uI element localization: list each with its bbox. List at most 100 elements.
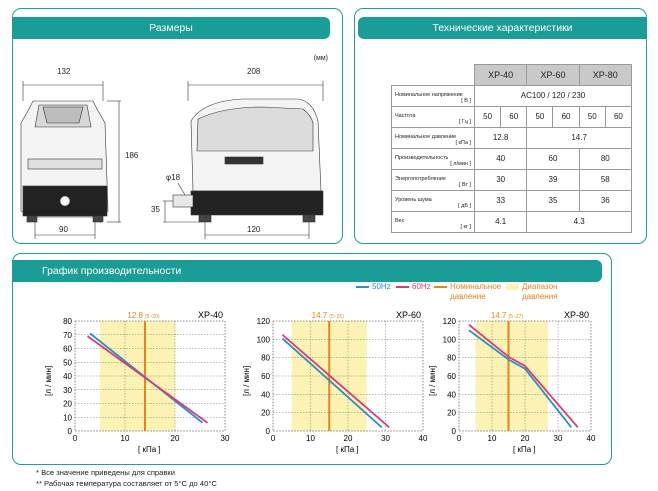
chart1-y-tick-label: 60 <box>63 345 72 354</box>
spec-cell: 60 <box>552 105 580 128</box>
chart1-y-tick-label: 20 <box>63 400 72 409</box>
spec-row-voltage: Номинальное напряжение[ В ] AC100 / 120 … <box>391 84 632 107</box>
chart3-x-axis-label: [ кПа ] <box>513 445 536 454</box>
spec-cell: 60 <box>500 105 528 128</box>
chart3-y-tick-label: 20 <box>447 409 456 418</box>
chart1-y-tick-label: 50 <box>63 358 72 367</box>
spec-label: Энергопотребление <box>395 176 446 182</box>
chart3-x-tick-label: 30 <box>554 434 563 443</box>
chart1-title: XP-40 <box>198 310 223 320</box>
chart2-y-tick-label: 20 <box>261 409 270 418</box>
chart2-y-tick-label: 120 <box>257 317 271 326</box>
chart1-range-label: (5~20) <box>145 314 160 320</box>
spec-cell: 50 <box>578 105 606 128</box>
chart3-x-tick-label: 40 <box>587 434 596 443</box>
chart3-y-tick-label: 0 <box>452 427 457 436</box>
spec-unit: [ Гц ] <box>458 118 471 125</box>
spec-unit: [ Вт ] <box>458 181 471 188</box>
chart1-x-axis-label: [ кПа ] <box>138 445 161 454</box>
dim-base-width: 90 <box>59 225 68 234</box>
spec-cell: 60 <box>526 147 580 170</box>
dimensions-header: Размеры <box>12 17 330 39</box>
dim-front-width: 132 <box>57 67 71 76</box>
chart2-y-tick-label: 0 <box>266 427 271 436</box>
spec-row-weight: Вес[ кг ] 4.1 4.3 <box>391 210 632 233</box>
spec-row-power: Энергопотребление[ Вт ] 30 39 58 <box>391 168 633 191</box>
chart1-y-tick-label: 70 <box>63 331 72 340</box>
chart1-x-tick-label: 10 <box>121 434 130 443</box>
performance-panel: График производительности 50Hz 60Hz Номи… <box>12 253 612 465</box>
spec-cell: 4.1 <box>473 210 528 233</box>
spec-header-row: XP-40 XP-60 XP-80 <box>392 64 633 86</box>
legend-50hz: 50Hz <box>356 282 391 291</box>
spec-row-frequency: Частота[ Гц ] 50 60 50 60 50 60 <box>391 105 633 128</box>
legend-range-label: Диапазон давления <box>522 282 558 301</box>
chart1-y-tick-label: 0 <box>68 427 73 436</box>
spec-cell: 4.3 <box>526 210 632 233</box>
spec-cell: 39 <box>526 168 580 191</box>
spec-cell: 30 <box>473 168 528 191</box>
legend-60hz-line <box>396 285 409 288</box>
spec-cell: 40 <box>473 147 528 170</box>
spec-label: Частота <box>395 113 416 119</box>
spec-cell: AC100 / 120 / 230 <box>474 84 632 107</box>
chart3-nominal-label: 14.7 <box>491 311 507 320</box>
footnote-2: ** Рабочая температура составляет от 5°C… <box>36 479 217 488</box>
chart1-y-tick-label: 10 <box>63 413 72 422</box>
chart3-x-tick-label: 20 <box>521 434 530 443</box>
spec-label: Номинальное напряжение <box>395 92 463 98</box>
chart1-y-tick-label: 30 <box>63 386 72 395</box>
spec-cell: 50 <box>473 105 502 128</box>
dimensions-panel: Размеры <box>12 8 343 244</box>
spec-table: XP-40 XP-60 XP-80 Номинальное напряжение… <box>391 64 633 233</box>
chart2-x-axis-label: [ кПа ] <box>336 445 359 454</box>
dim-pipe-diameter: φ18 <box>166 173 181 182</box>
chart1-x-tick-label: 0 <box>73 434 78 443</box>
spec-label: Производительность <box>395 155 449 161</box>
model-xp40: XP-40 <box>473 64 528 86</box>
spec-cell: 50 <box>526 105 554 128</box>
spec-unit: [ В ] <box>461 97 471 104</box>
spec-cell: 12.8 <box>473 126 528 149</box>
chart3-x-tick-label: 10 <box>488 434 497 443</box>
chart2-series-50hz <box>281 337 383 429</box>
legend-60hz: 60Hz <box>396 282 431 291</box>
spec-cell: 36 <box>578 189 633 212</box>
chart2-x-tick-label: 40 <box>419 434 428 443</box>
dimensions-drawing <box>20 81 324 239</box>
performance-title: График производительности <box>42 265 182 277</box>
spec-cell: 35 <box>526 189 580 212</box>
dimensions-title: Размеры <box>149 22 193 34</box>
chart1-y-tick-label: 80 <box>63 317 72 326</box>
chart2-y-tick-label: 100 <box>257 335 271 344</box>
chart2-y-tick-label: 60 <box>261 372 270 381</box>
model-xp80: XP-80 <box>578 64 633 86</box>
chart2-y-tick-label: 40 <box>261 390 270 399</box>
legend-range-swatch <box>506 283 519 290</box>
chart3-y-axis-label: [л / мин] <box>428 366 437 396</box>
spec-unit: [ кПа ] <box>455 139 471 146</box>
chart3-y-tick-label: 100 <box>443 335 457 344</box>
spec-label: Вес <box>395 218 405 224</box>
dim-side-length: 208 <box>247 67 261 76</box>
legend-nominal-label: Номинальное давление <box>450 282 502 301</box>
chart3-x-tick-label: 0 <box>457 434 462 443</box>
spec-cell: 14.7 <box>526 126 632 149</box>
chart2-frame <box>272 320 424 432</box>
chart3-y-tick-label: 120 <box>443 317 457 326</box>
chart2-y-axis-label: [л / мин] <box>242 366 251 396</box>
legend-nominal <box>434 282 450 291</box>
model-xp60: XP-60 <box>526 64 580 86</box>
performance-header: График производительности <box>12 260 602 282</box>
spec-row-pressure: Номинальное давление[ кПа ] 12.8 14.7 <box>391 126 632 149</box>
chart2-x-tick-label: 30 <box>381 434 390 443</box>
chart2-x-tick-label: 20 <box>344 434 353 443</box>
footnotes: * Все значение приведены для справки ** … <box>36 467 217 489</box>
chart3-y-tick-label: 40 <box>447 390 456 399</box>
chart1-series-60hz <box>86 335 209 424</box>
chart2-range-label: (5~25) <box>329 314 344 320</box>
chart1-x-tick-label: 30 <box>221 434 230 443</box>
chart2-y-tick-label: 80 <box>261 354 270 363</box>
spec-row-flow: Производительность[ л/мин ] 40 60 80 <box>391 147 633 170</box>
chart2-nominal-label: 14.7 <box>312 311 328 320</box>
